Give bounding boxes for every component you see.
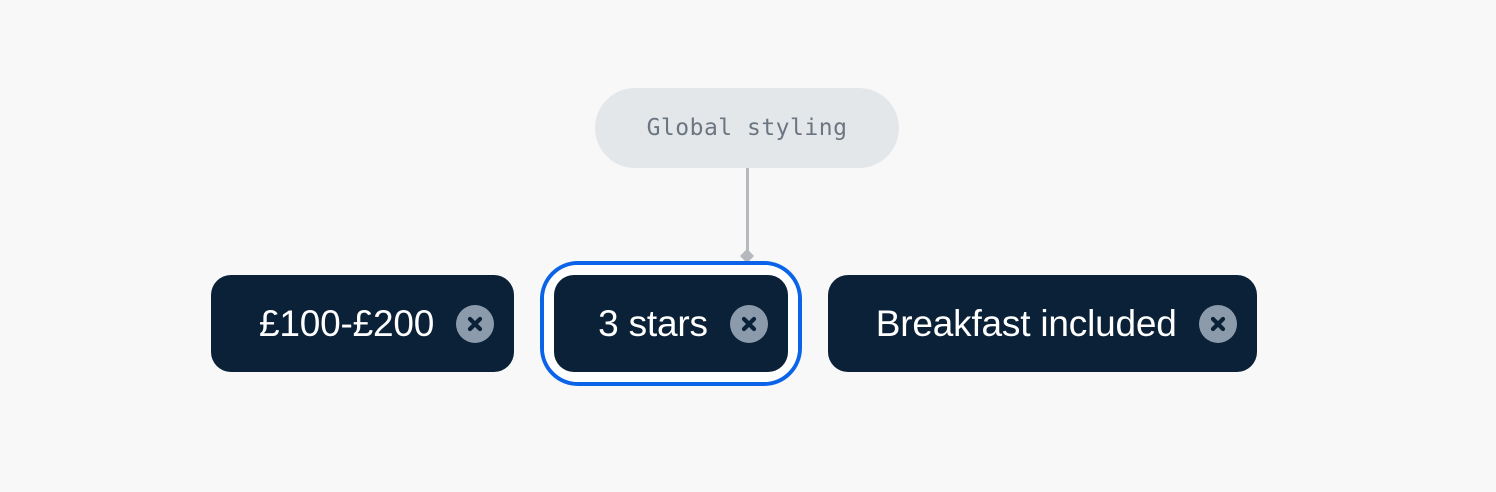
connector-line <box>746 168 749 251</box>
filter-chip-stars[interactable]: 3 stars <box>544 265 798 382</box>
filter-chip-label: 3 stars <box>598 303 708 344</box>
filter-chip-label: Breakfast included <box>875 303 1177 344</box>
filter-chip-breakfast[interactable]: Breakfast included <box>818 265 1267 382</box>
annotation-callout: Global styling <box>595 88 899 168</box>
filter-chip-label: £100-£200 <box>259 303 435 344</box>
diamond-marker-icon <box>739 248 755 264</box>
filter-chips-row: £100-£200 3 stars Breakfast <box>201 265 1267 382</box>
filter-chip-price[interactable]: £100-£200 <box>201 265 524 382</box>
close-icon-button[interactable] <box>456 304 495 343</box>
annotation-callout-label: Global styling <box>646 115 848 141</box>
close-icon-button[interactable] <box>1198 304 1237 343</box>
close-icon-button[interactable] <box>729 304 768 343</box>
